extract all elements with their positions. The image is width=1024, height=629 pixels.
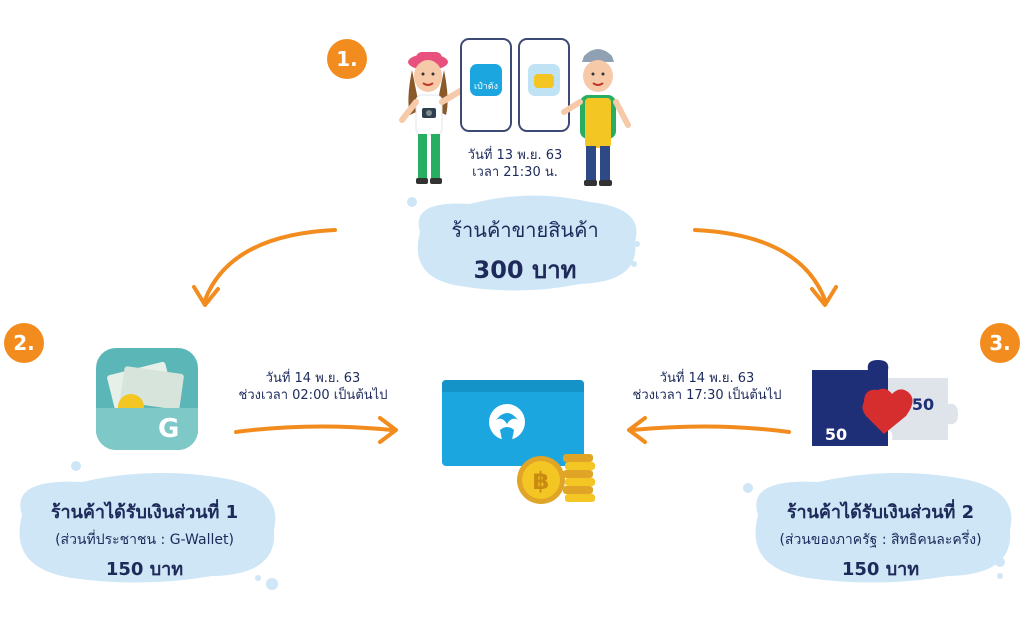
step-2-caption-title: ร้านค้าได้รับเงินส่วนที่ 1 bbox=[50, 502, 239, 523]
step-3-date: วันที่ 14 พ.ย. 63 bbox=[659, 371, 755, 386]
step-3-caption-detail: (ส่วนของภาครัฐ : สิทธิคนละครึ่ง) bbox=[779, 532, 982, 548]
step-2-badge: 2. bbox=[4, 323, 44, 363]
step-3-caption-title: ร้านค้าได้รับเงินส่วนที่ 2 bbox=[786, 502, 975, 523]
arrow-step-2-to-bank bbox=[234, 416, 398, 444]
step-1-caption-amount: 300 บาท bbox=[473, 256, 577, 284]
step-3-time: ช่วงเวลา 17:30 เป็นต้นไป bbox=[632, 388, 782, 403]
step-2-time: ช่วงเวลา 02:00 เป็นต้นไป bbox=[238, 388, 388, 403]
step-1-datetime: วันที่ 13 พ.ย. 63 เวลา 21:30 น. bbox=[440, 147, 590, 181]
bank-wallet-icon bbox=[442, 380, 584, 466]
tourist-illustration-icon bbox=[399, 52, 465, 184]
step-2-blob bbox=[19, 461, 278, 590]
step-1-number: 1. bbox=[336, 47, 358, 71]
step-1-blob bbox=[407, 195, 640, 291]
step-2-datetime: วันที่ 14 พ.ย. 63 ช่วงเวลา 02:00 เป็นต้น… bbox=[218, 370, 408, 404]
puzzle-right-number: 50 bbox=[912, 395, 934, 414]
step-3-number: 3. bbox=[989, 331, 1011, 355]
step-3-datetime: วันที่ 14 พ.ย. 63 ช่วงเวลา 17:30 เป็นต้น… bbox=[622, 370, 792, 404]
step-3-caption-amount: 150 บาท bbox=[841, 559, 920, 580]
step-2-caption-amount: 150 บาท bbox=[105, 559, 184, 580]
step-2-caption-detail: (ส่วนที่ประชาชน : G-Wallet) bbox=[55, 532, 234, 548]
step-2-date: วันที่ 14 พ.ย. 63 bbox=[265, 371, 361, 386]
vendor-illustration-icon bbox=[561, 49, 631, 186]
step-3-badge: 3. bbox=[980, 323, 1020, 363]
step-2-number: 2. bbox=[13, 331, 35, 355]
step-3-caption: ร้านค้าได้รับเงินส่วนที่ 2 (ส่วนของภาครั… bbox=[748, 497, 1013, 583]
g-wallet-app-icon: G bbox=[96, 348, 198, 450]
arrow-step-3-to-bank bbox=[627, 416, 791, 444]
half-half-puzzle-icon: 50 50 bbox=[812, 360, 958, 446]
paotang-app-icon: เป๋าตัง bbox=[470, 64, 502, 96]
paotang-app-label: เป๋าตัง bbox=[473, 82, 499, 92]
step-1-badge: 1. bbox=[327, 39, 367, 79]
step-1-date: วันที่ 13 พ.ย. 63 bbox=[467, 148, 563, 163]
step-1-caption: ร้านค้าขายสินค้า 300 บาท bbox=[410, 214, 640, 289]
coins-stack-icon: ฿ bbox=[517, 454, 595, 504]
step-3-blob bbox=[743, 472, 1012, 583]
puzzle-left-number: 50 bbox=[825, 425, 847, 444]
phone-left: เป๋าตัง bbox=[460, 38, 512, 132]
bank-logo-icon bbox=[489, 404, 525, 440]
step-1-time: เวลา 21:30 น. bbox=[472, 165, 558, 180]
half-half-app-icon bbox=[528, 64, 560, 96]
arrow-to-step-3 bbox=[693, 228, 838, 307]
phone-right bbox=[518, 38, 570, 132]
g-wallet-letter: G bbox=[158, 414, 180, 444]
step-1-caption-title: ร้านค้าขายสินค้า bbox=[451, 218, 599, 242]
svg-text:฿: ฿ bbox=[533, 467, 550, 495]
arrow-to-step-2 bbox=[192, 228, 337, 307]
step-2-caption: ร้านค้าได้รับเงินส่วนที่ 1 (ส่วนที่ประชา… bbox=[12, 497, 277, 583]
